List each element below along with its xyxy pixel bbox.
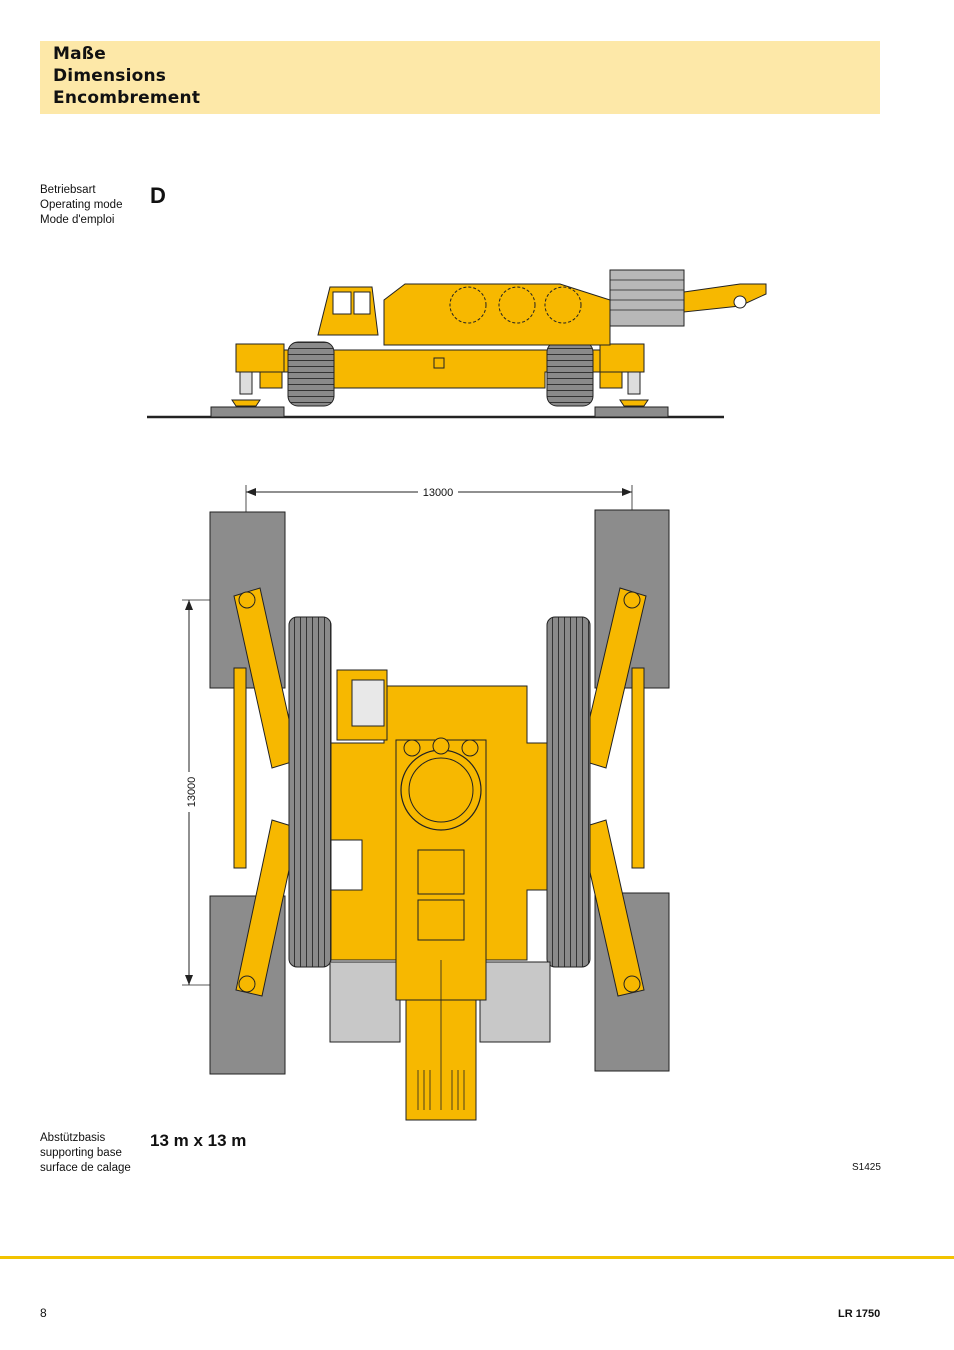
supporting-base-label-en: supporting base [40, 1147, 122, 1159]
operating-mode-label-de: Betriebsart [40, 184, 96, 196]
operating-mode-label-en: Operating mode [40, 199, 123, 211]
operating-mode-value: D [150, 183, 166, 208]
side-view [147, 269, 767, 419]
title-fr: Encombrement [53, 88, 201, 108]
top-view: 13000 13000 [182, 485, 670, 1121]
header-band: Maße Dimensions Encombrement [40, 41, 880, 114]
title-en: Dimensions [53, 66, 167, 86]
drawing-code: S1425 [852, 1162, 881, 1173]
title-de: Maße [53, 44, 106, 64]
operating-mode-label-fr: Mode d'emploi [40, 214, 115, 226]
supporting-base-labels: Abstützbasis supporting base surface de … [40, 1131, 131, 1176]
model-name: LR 1750 [838, 1308, 881, 1320]
width-dimension-label: 13000 [423, 487, 454, 499]
operating-mode-labels: Betriebsart Operating mode Mode d'emploi [40, 183, 122, 228]
supporting-base-label-de: Abstützbasis [40, 1132, 106, 1144]
supporting-base-label-fr: surface de calage [40, 1162, 131, 1174]
page-number: 8 [40, 1306, 47, 1320]
length-dimension-label: 13000 [186, 777, 198, 808]
footer-rule [0, 1256, 954, 1259]
supporting-base-value: 13 m x 13 m [150, 1131, 247, 1150]
